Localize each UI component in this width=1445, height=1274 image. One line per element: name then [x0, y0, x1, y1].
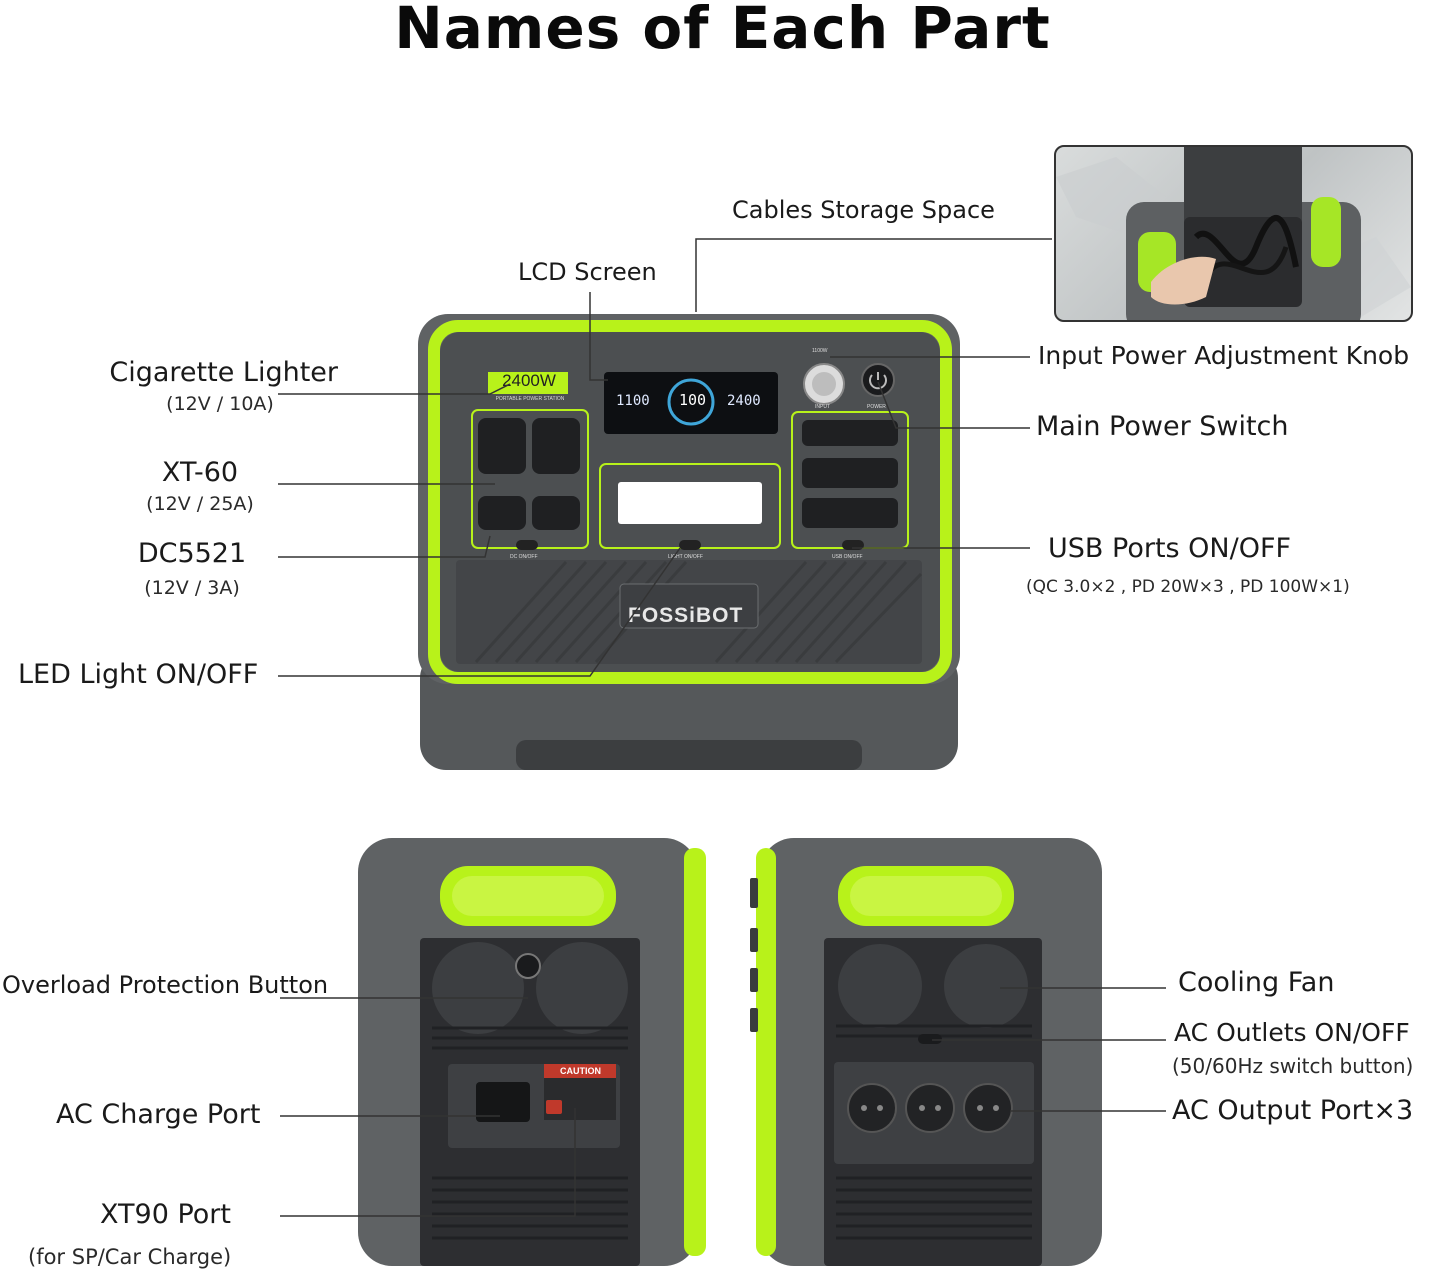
back-unit-rear	[358, 838, 710, 1266]
label-xt60: XT-60	[161, 457, 239, 488]
lcd-percent-value: 100	[679, 391, 707, 409]
spec-ac-outlets: (50/60Hz switch button)	[1172, 1054, 1414, 1078]
label-overload-button: Overload Protection Button	[2, 971, 329, 999]
power-switch-label: POWER	[867, 404, 886, 410]
spec-dc5521: (12V / 3A)	[144, 577, 240, 599]
spec-usb-ports: (QC 3.0×2 , PD 20W×3 , PD 100W×1)	[1026, 577, 1350, 597]
spec-cigarette-lighter: (12V / 10A)	[166, 393, 274, 415]
label-dc5521: DC5521	[137, 538, 247, 569]
label-cables-storage: Cables Storage Space	[732, 196, 995, 224]
knob-scale-label: 1100W	[812, 348, 828, 354]
dc-button-label: DC ON/OFF	[510, 554, 538, 560]
label-xt90-port: XT90 Port	[100, 1199, 231, 1230]
label-usb-ports: USB Ports ON/OFF	[1048, 533, 1292, 564]
front-unit	[416, 312, 962, 772]
usb-button-label: USB ON/OFF	[832, 554, 863, 560]
lcd-output-value: 2400	[727, 393, 761, 409]
label-cigarette-lighter: Cigarette Lighter	[109, 357, 338, 388]
label-input-knob: Input Power Adjustment Knob	[1038, 341, 1410, 370]
page-title: Names of Each Part	[394, 0, 1051, 62]
spec-xt90-port: (for SP/Car Charge)	[28, 1245, 232, 1269]
back-unit-outlets	[750, 838, 1102, 1266]
badge-subtitle: PORTABLE POWER STATION	[495, 396, 565, 402]
light-button-label: LIGHT ON/OFF	[668, 554, 703, 560]
knob-input-label: INPUT	[815, 404, 830, 410]
spec-xt60: (12V / 25A)	[146, 493, 254, 515]
capacity-badge: 2400W	[502, 371, 556, 390]
label-ac-outlets: AC Outlets ON/OFF	[1174, 1018, 1410, 1047]
label-cooling-fan: Cooling Fan	[1178, 967, 1335, 998]
caution-label: CAUTION	[560, 1066, 601, 1076]
lcd-input-value: 1100	[616, 393, 650, 409]
label-ac-output-port: AC Output Port×3	[1172, 1095, 1414, 1126]
label-lcd-screen: LCD Screen	[518, 258, 657, 286]
label-led-light: LED Light ON/OFF	[18, 659, 259, 690]
cables-storage-photo	[1054, 145, 1413, 322]
label-main-power-switch: Main Power Switch	[1036, 411, 1289, 442]
label-ac-charge-port: AC Charge Port	[56, 1099, 261, 1130]
brand-logo: FOSSiBOT	[628, 604, 744, 627]
